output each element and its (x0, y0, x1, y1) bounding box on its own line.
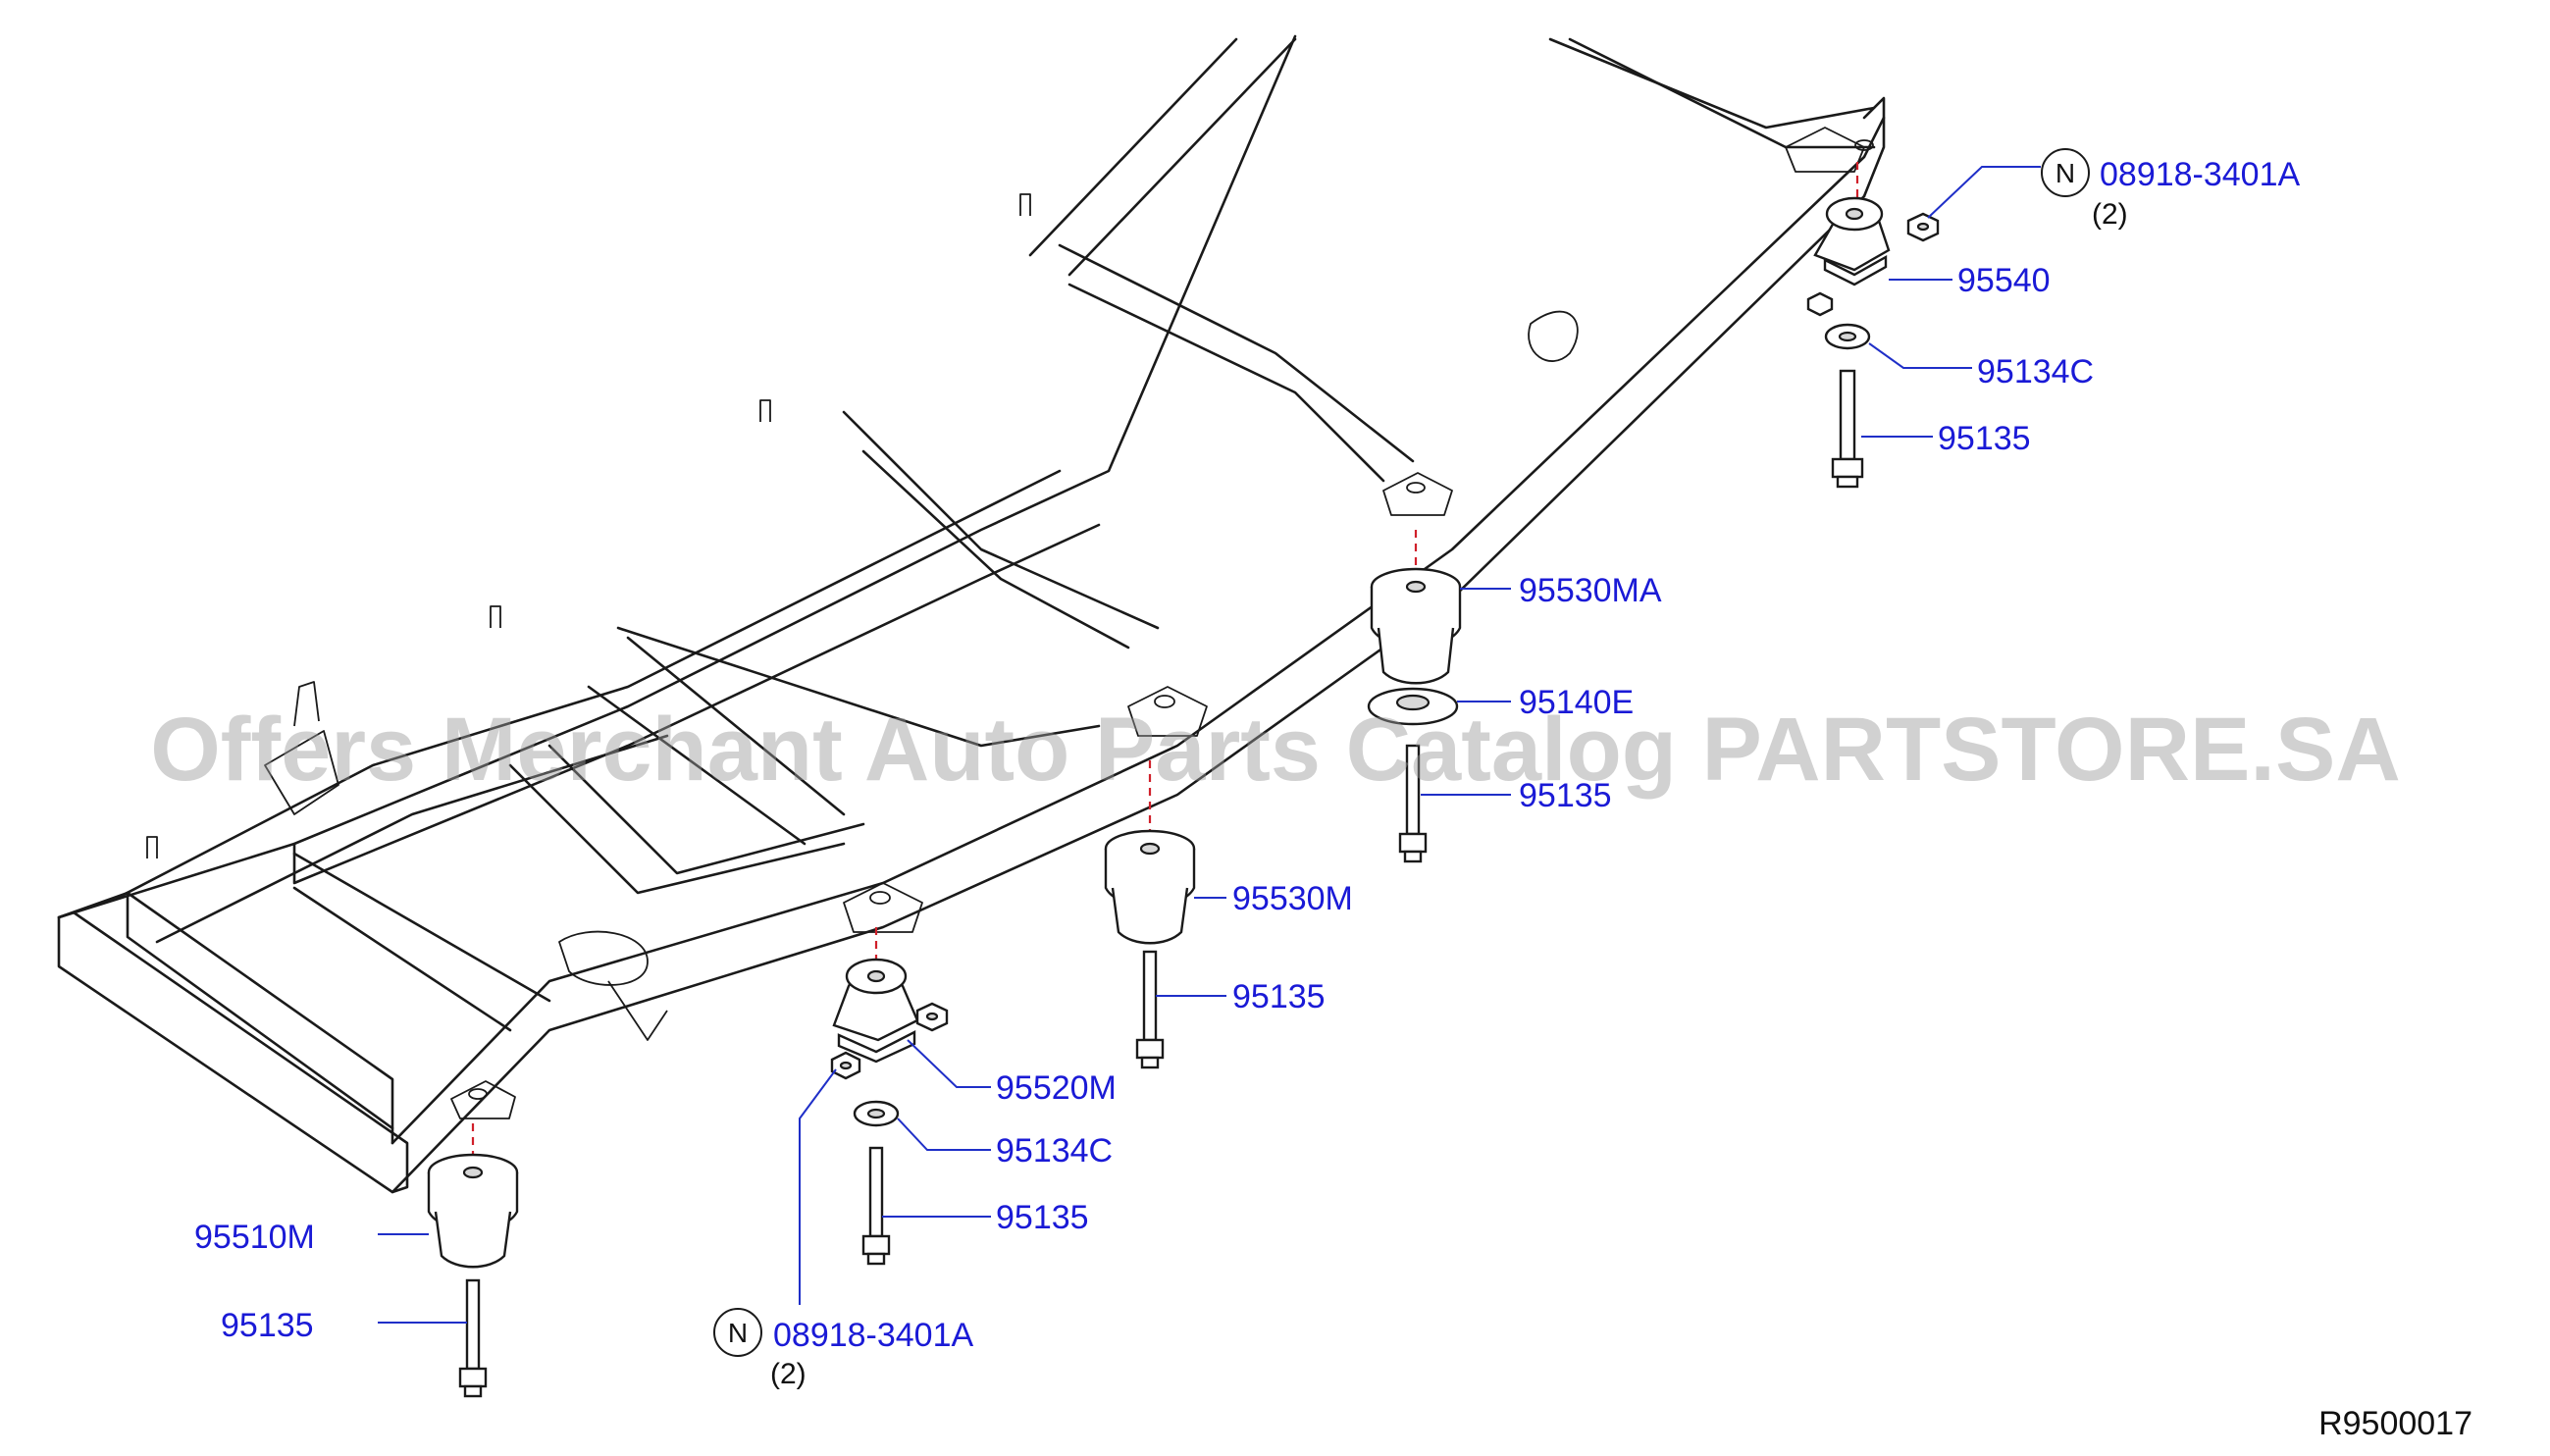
part-label-95530m: 95530M (1232, 880, 1353, 917)
part-label-95134c-top: 95134C (1977, 353, 2094, 390)
washer-95134c-bottom (853, 1100, 900, 1127)
callout-n-top: N 08918-3401A (2) (2041, 148, 2301, 231)
quantity-label: (2) (770, 1358, 807, 1390)
n-mark-label: N (2056, 158, 2075, 188)
part-label-95135-c: 95135 (1232, 978, 1326, 1015)
callout-n-bottom: N 08918-3401A (2) (713, 1308, 974, 1390)
bolt-95135-d (861, 1146, 891, 1266)
bushing-95530ma (1370, 567, 1462, 685)
part-label-95134c-bottom: 95134C (996, 1132, 1113, 1170)
n-mark-label: N (728, 1318, 748, 1348)
part-label-95140e: 95140E (1519, 684, 1634, 721)
washer-95140e (1367, 687, 1459, 726)
part-label-95135-d: 95135 (996, 1199, 1089, 1236)
part-label-95520m: 95520M (996, 1069, 1117, 1107)
leader-lines (378, 166, 2041, 1324)
n-mark-icon (2041, 148, 2090, 197)
part-number-label: 08918-3401A (2100, 156, 2301, 193)
nut-08918-top (1906, 212, 1940, 242)
bolt-95135-e (458, 1278, 488, 1398)
diagram-reference-code: R9500017 (2318, 1405, 2472, 1442)
vehicle-frame (57, 34, 1886, 1194)
bolt-95135-a (1831, 369, 1864, 489)
bolt-95135-c (1135, 950, 1165, 1069)
quantity-label: (2) (2092, 198, 2128, 231)
bushing-95510m (427, 1153, 519, 1269)
n-mark-icon (713, 1308, 762, 1357)
part-label-95530ma: 95530MA (1519, 572, 1662, 609)
mount-95520m (832, 958, 919, 1064)
nut-right-95520m (915, 1002, 949, 1032)
watermark-text: Offers Merchant Auto Parts Catalog PARTS… (150, 700, 2401, 800)
part-label-95135-a: 95135 (1938, 420, 2031, 457)
nut-small-top (1806, 291, 1834, 317)
bushing-95530m (1104, 829, 1196, 945)
part-label-95510m: 95510M (194, 1219, 315, 1256)
part-label-95135-e: 95135 (221, 1307, 314, 1344)
part-number-label: 08918-3401A (773, 1317, 974, 1354)
bolt-95135-b (1398, 744, 1428, 863)
part-label-95135-b: 95135 (1519, 777, 1612, 814)
nut-08918-bottom (830, 1051, 861, 1080)
washer-95134c-top (1824, 323, 1871, 350)
mount-95540 (1813, 196, 1891, 286)
part-label-95540: 95540 (1957, 262, 2051, 299)
